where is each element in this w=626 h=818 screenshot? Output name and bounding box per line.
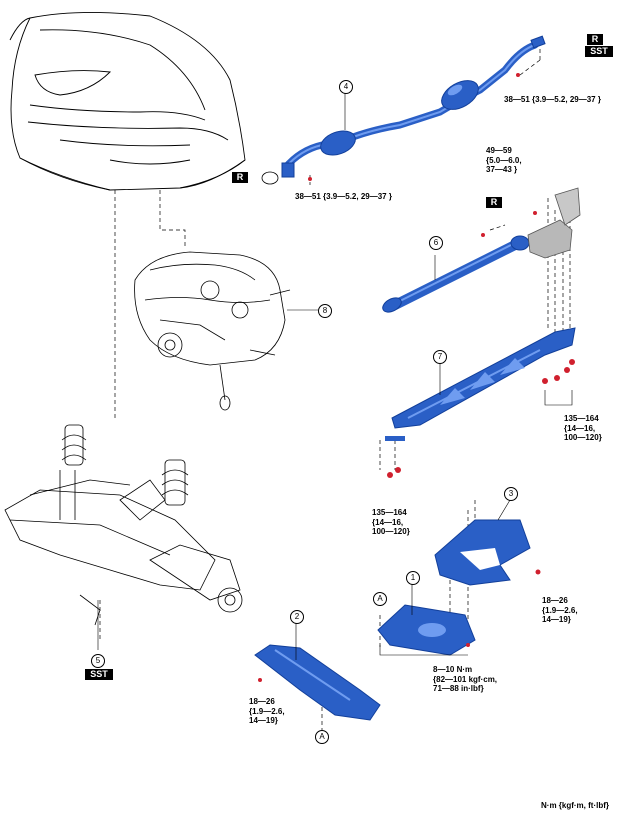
under-cover-2 bbox=[254, 644, 381, 721]
reference-a-top: A bbox=[373, 592, 387, 606]
replace-badge-exhaust-rear: R bbox=[587, 34, 603, 45]
callout-8: 8 bbox=[318, 304, 332, 318]
tunnel-member bbox=[385, 327, 576, 478]
replace-badge-exhaust-front: R bbox=[232, 172, 248, 183]
exhaust-pipe bbox=[261, 35, 546, 185]
torque-cover-1: 8—10 N·m {82—101 kgf·cm, 71—88 in·lbf} bbox=[433, 665, 498, 693]
callout-5: 5 bbox=[91, 654, 105, 668]
callout-6: 6 bbox=[429, 236, 443, 250]
callout-2: 2 bbox=[290, 610, 304, 624]
callout-7: 7 bbox=[433, 350, 447, 364]
torque-cover-2: 18—26 {1.9—2.6, 14—19} bbox=[249, 697, 285, 725]
sst-badge-subframe: SST bbox=[85, 669, 113, 680]
under-cover-1 bbox=[377, 604, 476, 656]
torque-tunnel-left: 135—164 {14—16, 100—120} bbox=[372, 508, 410, 536]
torque-driveshaft: 49—59 {5.0—6.0, 37—43 } bbox=[486, 146, 522, 174]
performance-brace bbox=[434, 519, 541, 586]
engine-assembly bbox=[134, 251, 291, 411]
torque-exhaust-front: 38—51 {3.9—5.2, 29—37 } bbox=[295, 192, 392, 201]
torque-exhaust-rear: 38—51 {3.9—5.2, 29—37 } bbox=[504, 95, 601, 104]
drive-shaft bbox=[382, 187, 581, 313]
replace-badge-driveshaft: R bbox=[486, 197, 502, 208]
front-subframe-assembly bbox=[4, 424, 243, 626]
torque-tunnel-right: 135—164 {14—16, 100—120} bbox=[564, 414, 602, 442]
vehicle-body-outline bbox=[9, 11, 246, 191]
reference-a-bottom: A bbox=[315, 730, 329, 744]
callout-3: 3 bbox=[504, 487, 518, 501]
torque-brace: 18—26 {1.9—2.6, 14—19} bbox=[542, 596, 578, 624]
units-note: N·m {kgf·m, ft·lbf} bbox=[541, 801, 609, 810]
sst-badge-exhaust: SST bbox=[585, 46, 613, 57]
leader-lines bbox=[97, 93, 573, 660]
callout-1: 1 bbox=[406, 571, 420, 585]
callout-4: 4 bbox=[339, 80, 353, 94]
